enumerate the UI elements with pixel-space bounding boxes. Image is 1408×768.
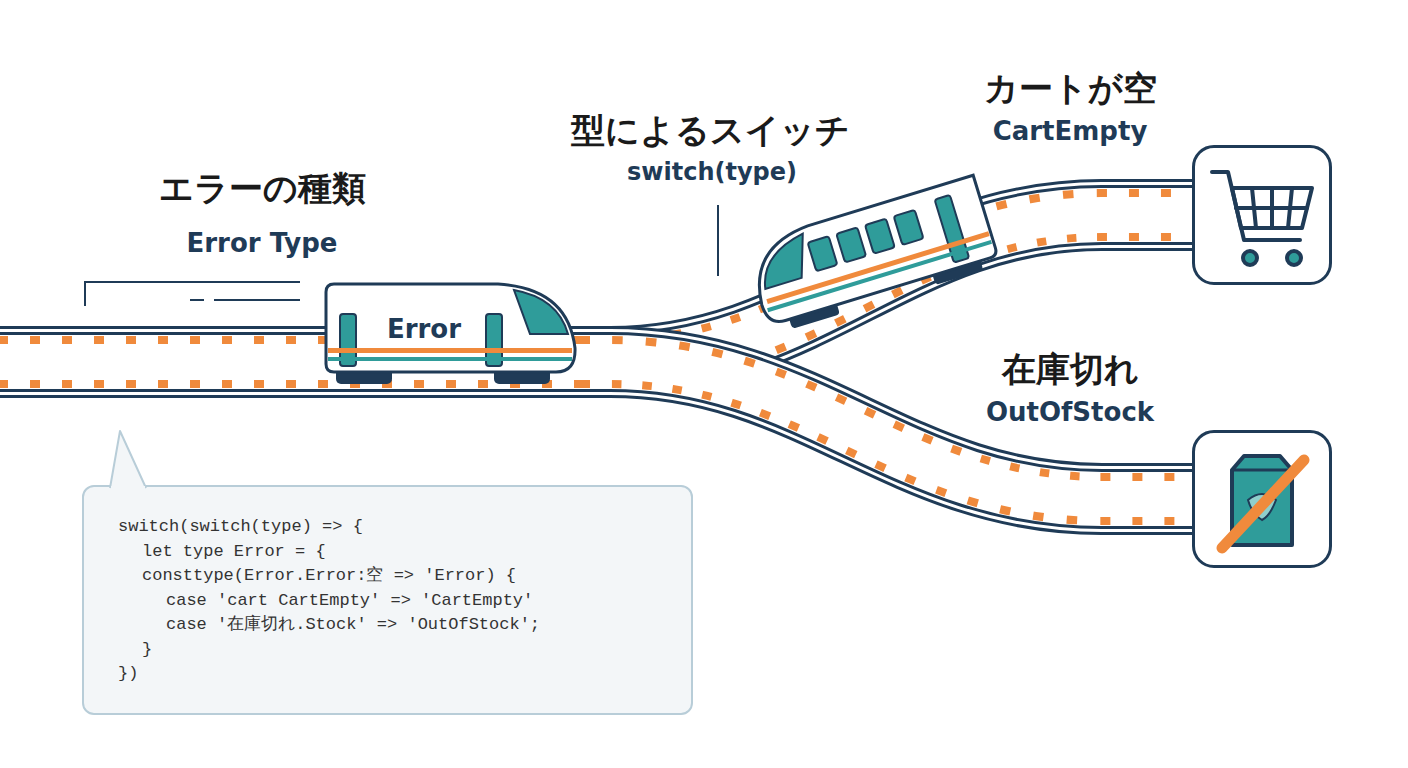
code-line: case 'cart CartEmpty' => 'CartEmpty' [166, 591, 533, 611]
cart-icon [1212, 172, 1312, 265]
cart-empty-box: カートが空CartEmpty [1192, 145, 1332, 285]
node-heading-en: CartEmpty [920, 116, 1220, 147]
node-heading: 在庫切れ [920, 349, 1220, 390]
code-line: switch(switch(type) => { [118, 517, 363, 537]
code-line: let type Error = { [142, 542, 326, 562]
out-of-stock-box: 在庫切れOutOfStock [1192, 430, 1332, 568]
out-of-stock-icon [1222, 456, 1304, 548]
section-heading: 型によるスイッチ [490, 110, 930, 151]
code-line: case '在庫切れ.Stock' => 'OutOfStock'; [166, 615, 540, 635]
node-heading: カートが空 [920, 68, 1220, 109]
section-heading-en: switch(type) [492, 158, 932, 187]
code-line: consttype(Error.Error:空 => 'Error) { [142, 566, 516, 586]
error-train: Error [318, 278, 580, 390]
section-heading: エラーの種類 [42, 168, 482, 209]
code-line: }) [118, 664, 138, 684]
train-label: Error [368, 314, 480, 345]
section-heading-en: Error Type [42, 228, 482, 259]
node-heading-en: OutOfStock [920, 397, 1220, 428]
code-line: } [142, 640, 152, 660]
second-train [744, 175, 1001, 335]
code-callout: switch(switch(type) => { let type Error =… [82, 485, 693, 715]
callout-tail [84, 429, 164, 489]
